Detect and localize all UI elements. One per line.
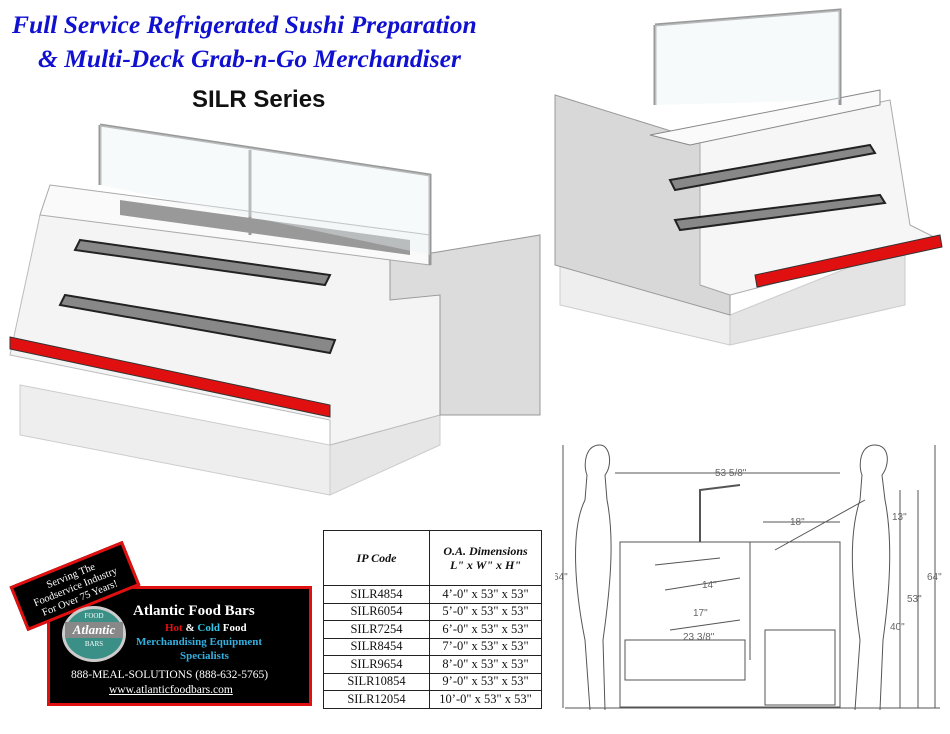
website-link[interactable]: www.atlanticfoodbars.com (109, 684, 233, 696)
dim-height-right: 64" (927, 572, 942, 583)
header-dims-line1: O.A. Dimensions (443, 544, 528, 558)
series-name: SILR Series (192, 86, 326, 113)
company-name: Atlantic Food Bars (133, 603, 255, 619)
dim-height-left: 64" (555, 572, 568, 583)
code-cell: SILR9654 (323, 655, 430, 674)
food-text: Food (222, 622, 247, 634)
cold-text: Cold (197, 622, 221, 634)
dims-cell: 10’-0" x 53" x 53" (429, 690, 542, 709)
dim-reach: 18" (790, 517, 805, 528)
header-ip-code: IP Code (323, 530, 430, 586)
tagline-line2: Merchandising Equipment (136, 636, 263, 648)
code-cell: SILR10854 (323, 672, 430, 691)
amp-text: & (185, 622, 195, 634)
header-dims-line2: L" x W" x H" (449, 558, 522, 572)
hot-cold-food: Hot & Cold Food (165, 622, 247, 634)
human-figure-right (774, 444, 891, 711)
code-cell: SILR6054 (323, 602, 430, 621)
code-cell: SILR7254 (323, 620, 430, 639)
dim-case-height: 53" (907, 594, 922, 605)
hot-text: Hot (165, 622, 183, 634)
dims-cell: 5’-0" x 53" x 53" (429, 602, 542, 621)
tagline-line3: Specialists (180, 650, 229, 662)
code-cell: SILR4854 (323, 585, 430, 604)
side-elevation-diagram: 53 5/8" 18" 13" 64" 64" 53" 40" 14" 17" … (555, 444, 942, 711)
atlantic-food-bars-logo: Serving The Foodservice Industry For Ove… (0, 540, 320, 710)
merchandiser-angle-render (554, 8, 943, 346)
badge-top: FOOD (84, 612, 104, 620)
dim-shelf2: 17" (693, 608, 708, 619)
title-line-1: Full Service Refrigerated Sushi Preparat… (12, 10, 477, 39)
atlantic-badge: FOOD Atlantic BARS (62, 606, 126, 662)
dim-shelf3: 23 3/8" (683, 632, 715, 643)
merchandiser-front-render (9, 123, 541, 496)
dims-cell: 6’-0" x 53" x 53" (429, 620, 542, 639)
dims-cell: 9’-0" x 53" x 53" (429, 672, 542, 691)
title-line-2: & Multi-Deck Grab-n-Go Merchandiser (38, 44, 461, 73)
dims-cell: 7’-0" x 53" x 53" (429, 637, 542, 656)
dims-cell: 4’-0" x 53" x 53" (429, 585, 542, 604)
badge-bottom: BARS (84, 640, 104, 648)
code-cell: SILR12054 (323, 690, 430, 709)
case-outline (619, 541, 841, 708)
code-cell: SILR8454 (323, 637, 430, 656)
dims-cell: 8’-0" x 53" x 53" (429, 655, 542, 674)
dim-upper: 13" (892, 512, 907, 523)
dim-overall-width: 53 5/8" (715, 468, 747, 479)
phone-number: 888-MEAL-SOLUTIONS (888-632-5765) (71, 669, 269, 681)
dim-counter-height: 40" (890, 622, 905, 633)
badge-name: Atlantic (65, 622, 123, 638)
human-figure-left (575, 444, 612, 711)
dim-shelf1: 14" (702, 580, 717, 591)
